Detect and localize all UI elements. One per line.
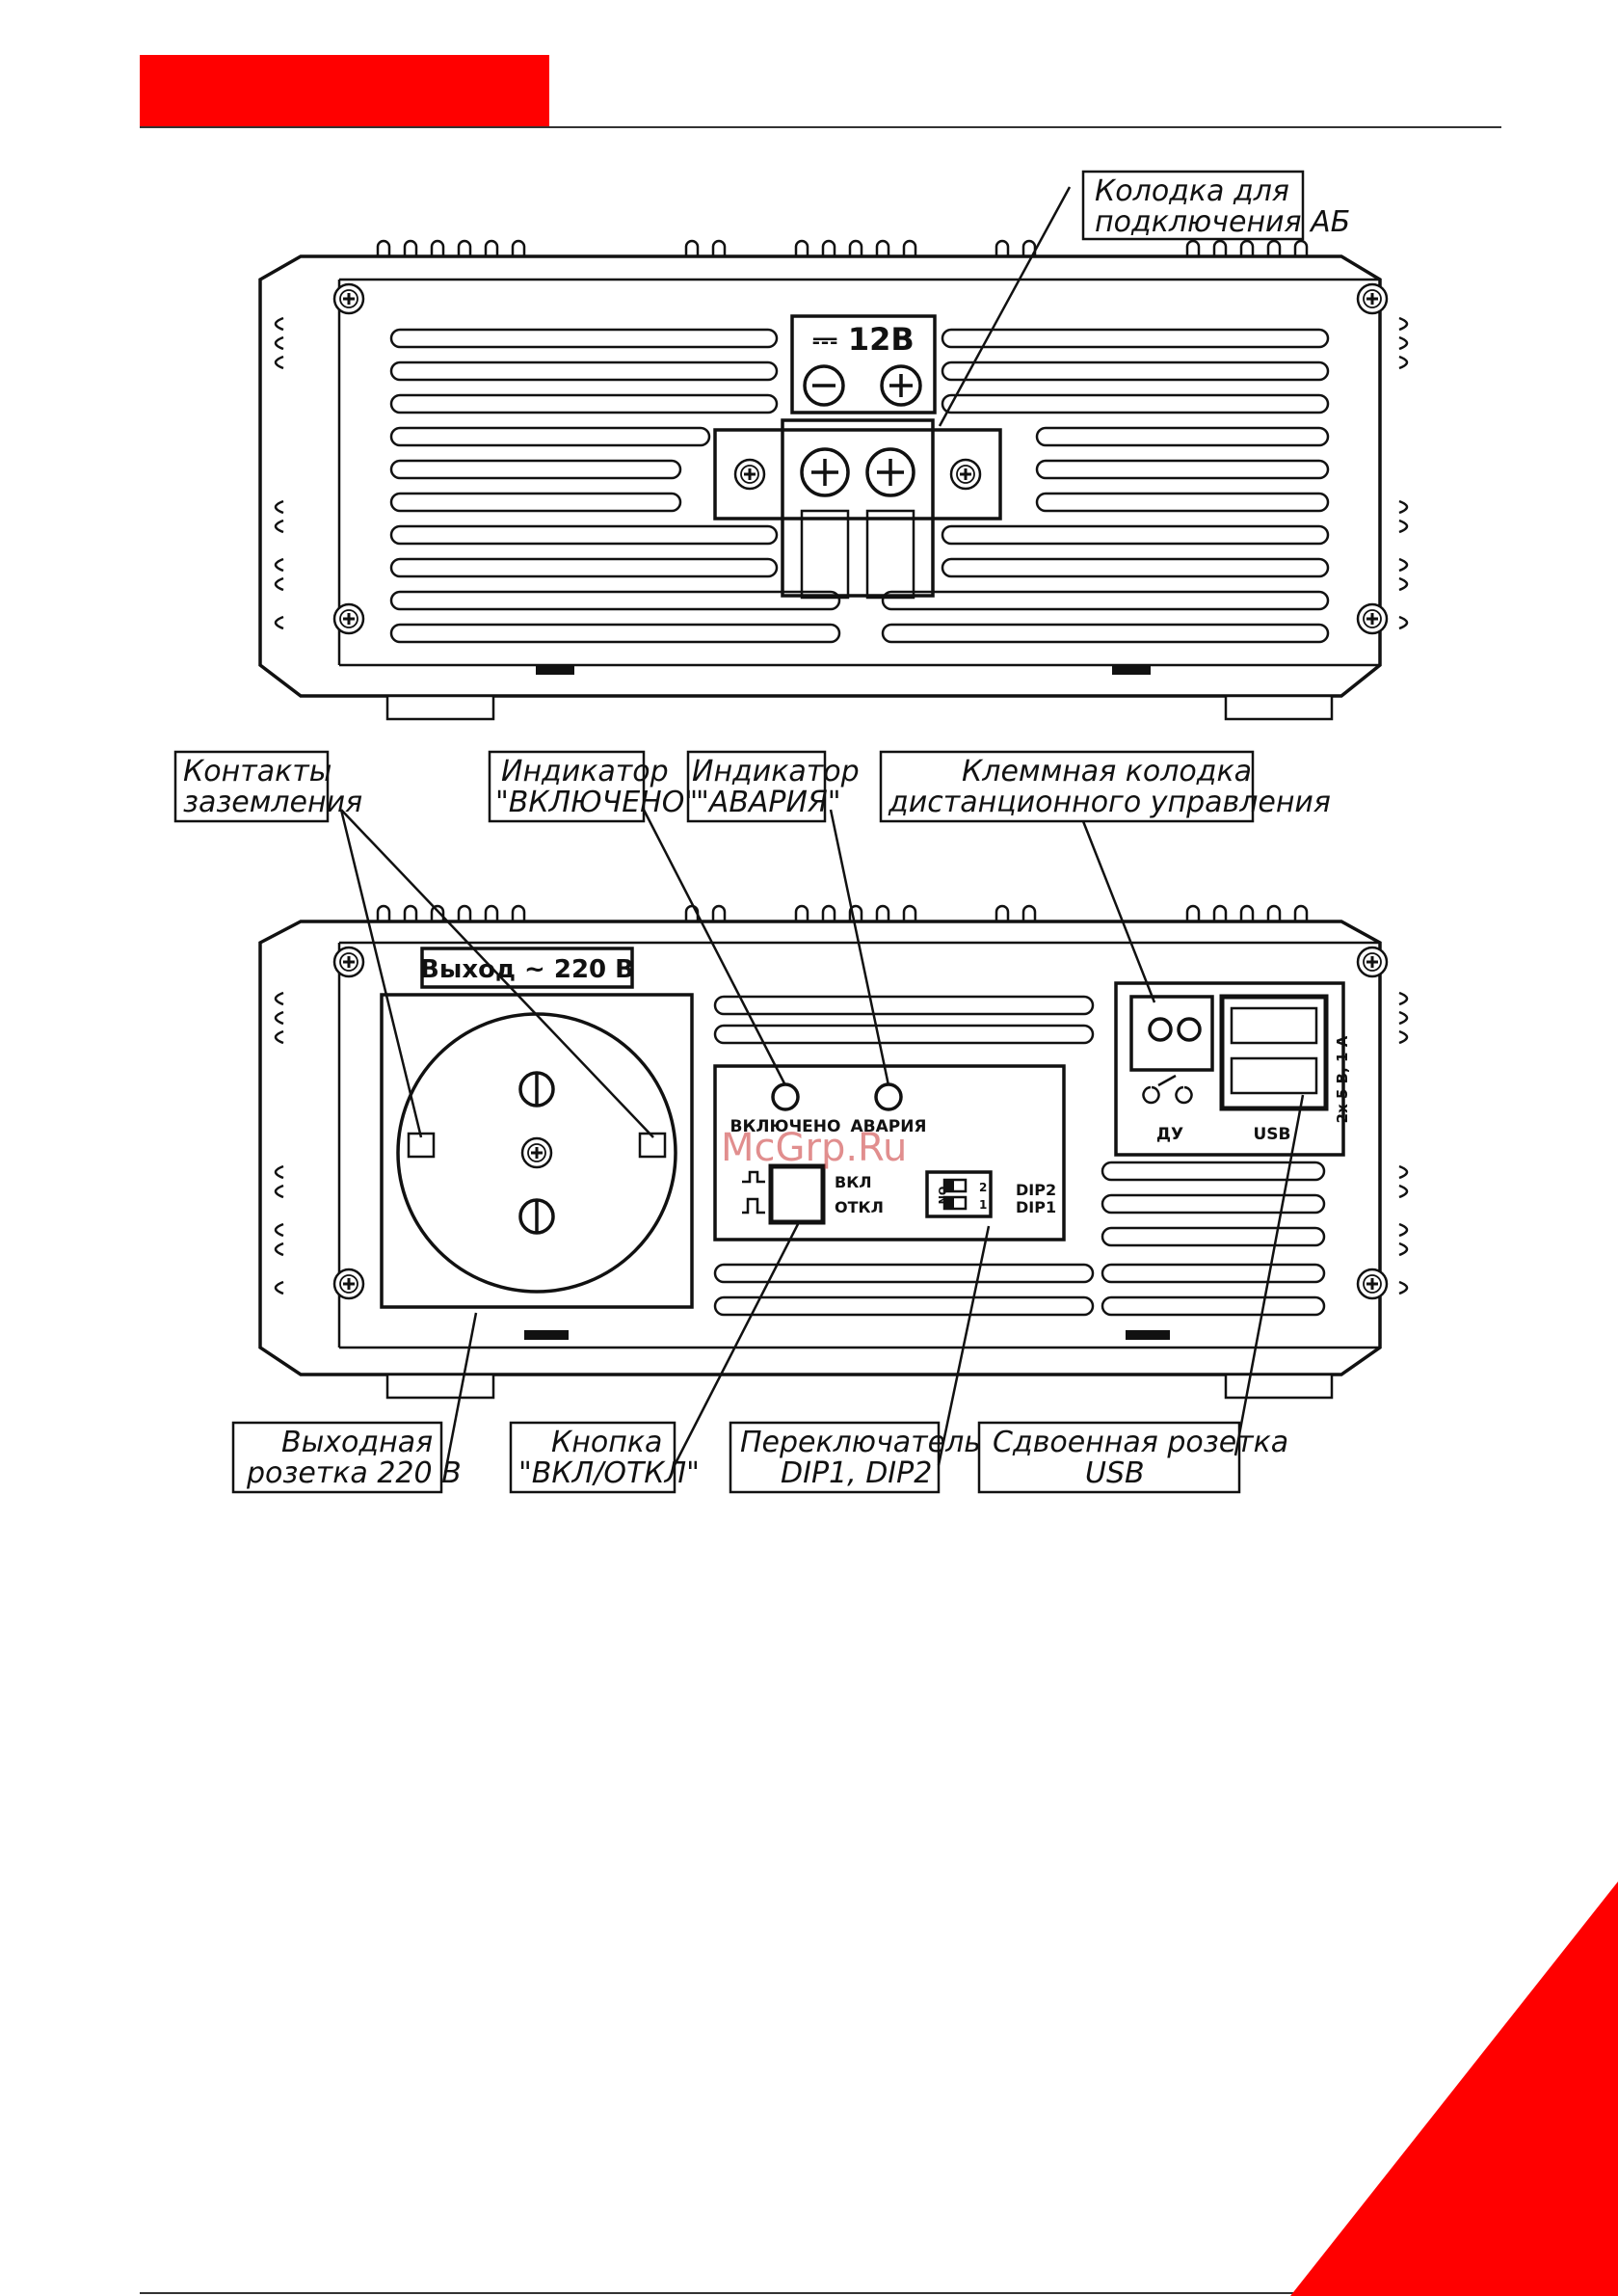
usb-port-block bbox=[1219, 994, 1329, 1111]
svg-text:заземления: заземления bbox=[183, 786, 362, 819]
bottom-inverter-panel: Выход ~ 220 В ВКЛЮЧЕНО bbox=[258, 904, 1409, 1400]
callout-ground: Контакты заземления bbox=[173, 750, 654, 1138]
pulse-icon bbox=[742, 1170, 765, 1215]
top-inner-frame bbox=[337, 278, 1382, 667]
dip-switch[interactable] bbox=[925, 1170, 993, 1218]
callout-dip-switch: Переключатель DIP1, DIP2 bbox=[729, 1225, 991, 1494]
svg-text:Клеммная колодка: Клеммная колодка bbox=[962, 755, 1252, 788]
callout-battery-block: Колодка для подключения АБ bbox=[938, 170, 1350, 427]
svg-text:"АВАРИЯ": "АВАРИЯ" bbox=[696, 786, 841, 819]
usb-rating-label: 2x 5 В, 1 А bbox=[1334, 1035, 1351, 1123]
svg-text:подключения АБ: подключения АБ bbox=[1095, 205, 1350, 239]
svg-text:Индикатор: Индикатор bbox=[692, 755, 860, 788]
led-on-label: ВКЛЮЧЕНО bbox=[730, 1117, 841, 1136]
dip1-label: DIP1 bbox=[1016, 1198, 1056, 1216]
svg-text:Сдвоенная розетка: Сдвоенная розетка bbox=[993, 1426, 1288, 1459]
led-fault-label: АВАРИЯ bbox=[850, 1117, 926, 1136]
button-on-label: ВКЛ bbox=[835, 1173, 872, 1191]
power-button[interactable] bbox=[768, 1163, 826, 1225]
red-header-bar bbox=[140, 55, 549, 126]
footer-rule bbox=[140, 2292, 1501, 2294]
remote-switch-icon bbox=[1142, 1074, 1193, 1105]
svg-text:"ВКЛ/ОТКЛ": "ВКЛ/ОТКЛ" bbox=[518, 1456, 700, 1490]
battery-terminal-block: ⎓ 12В bbox=[713, 314, 1002, 600]
svg-text:Кнопка: Кнопка bbox=[551, 1426, 662, 1459]
svg-text:розетка 220 В: розетка 220 В bbox=[246, 1456, 462, 1490]
svg-text:"ВКЛЮЧЕНО": "ВКЛЮЧЕНО" bbox=[495, 786, 698, 819]
svg-text:Индикатор: Индикатор bbox=[501, 755, 669, 788]
minus-terminal-icon bbox=[803, 364, 845, 407]
usb-port-bottom[interactable] bbox=[1230, 1056, 1318, 1095]
remote-terminal bbox=[1129, 995, 1214, 1072]
ground-contact-right bbox=[638, 1132, 667, 1159]
screw-icon bbox=[332, 602, 365, 635]
svg-text:дистанционного управления: дистанционного управления bbox=[888, 786, 1331, 819]
screw-icon bbox=[1356, 602, 1389, 635]
svg-text:USB: USB bbox=[1085, 1456, 1145, 1490]
callout-button: Кнопка "ВКЛ/ОТКЛ" bbox=[509, 1223, 800, 1494]
corner-triangle bbox=[1290, 1882, 1618, 2296]
screw-icon bbox=[1356, 282, 1389, 315]
dip-on-label: ON bbox=[936, 1187, 948, 1205]
watermark: McGrp.Ru bbox=[721, 1126, 907, 1170]
plus-terminal-icon bbox=[880, 364, 922, 407]
callout-remote-block: Клеммная колодка дистанционного управлен… bbox=[879, 750, 1331, 1003]
control-panel: ВКЛЮЧЕНО АВАРИЯ ВКЛ ОТКЛ ON 2 1 DIP2 DIP… bbox=[713, 1064, 1066, 1241]
dip-num-1: 1 bbox=[979, 1198, 987, 1212]
callout-indicator-on: Индикатор "ВКЛЮЧЕНО" bbox=[488, 750, 787, 1086]
screw-icon bbox=[332, 282, 365, 315]
usb-label: USB bbox=[1253, 1125, 1290, 1144]
top-inverter-panel: ⎓ 12В bbox=[258, 239, 1409, 721]
remote-label: ДУ bbox=[1156, 1125, 1183, 1144]
remote-usb-block: ДУ USB 2x 5 В, 1 А bbox=[1114, 981, 1351, 1157]
button-off-label: ОТКЛ bbox=[835, 1198, 884, 1216]
voltage-label: ⎓ 12В bbox=[812, 321, 915, 358]
usb-port-top[interactable] bbox=[1230, 1006, 1318, 1045]
dip-num-2: 2 bbox=[979, 1181, 987, 1194]
callout-indicator-fault: Индикатор "АВАРИЯ" bbox=[686, 750, 890, 1086]
callout-usb-double: Сдвоенная розетка USB bbox=[977, 1094, 1305, 1494]
svg-text:Контакты: Контакты bbox=[183, 755, 332, 788]
svg-text:Колодка для: Колодка для bbox=[1095, 174, 1289, 208]
led-on-icon bbox=[771, 1082, 800, 1111]
output-voltage-label: Выход ~ 220 В bbox=[420, 955, 634, 984]
led-fault-icon bbox=[874, 1082, 903, 1111]
header-rule bbox=[140, 126, 1501, 128]
output-socket bbox=[380, 993, 694, 1309]
dip2-label: DIP2 bbox=[1016, 1181, 1056, 1199]
callout-socket: Выходная розетка 220 В bbox=[231, 1312, 478, 1494]
svg-text:DIP1, DIP2: DIP1, DIP2 bbox=[781, 1456, 932, 1490]
svg-text:Выходная: Выходная bbox=[281, 1426, 433, 1459]
